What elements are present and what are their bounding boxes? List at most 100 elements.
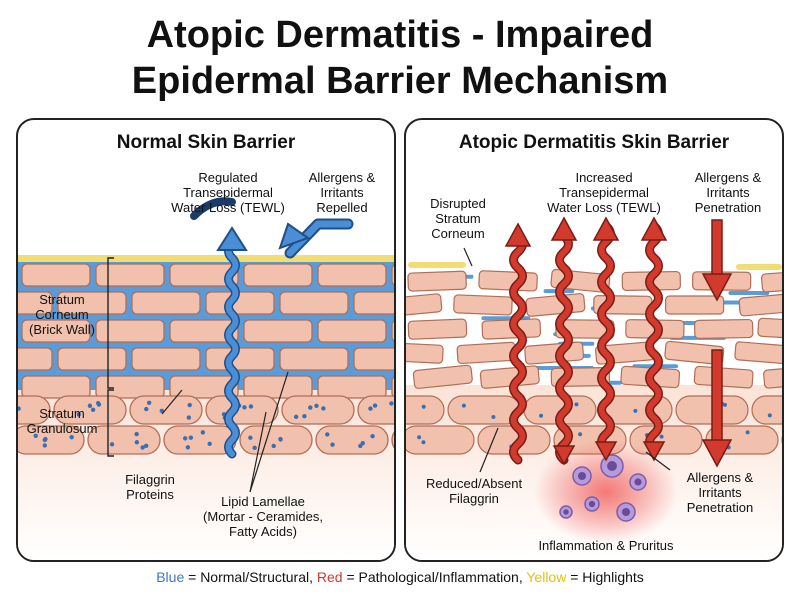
immune-cell-nucleus [607, 461, 617, 471]
legend-yellow-text: = Highlights [566, 569, 644, 585]
immune-cell-nucleus [621, 507, 631, 517]
corneum-brick [243, 375, 313, 399]
filaggrin-granule [293, 414, 299, 420]
filaggrin-granule [134, 440, 140, 445]
filaggrin-granule [90, 407, 96, 412]
tewl-arrow-head [640, 216, 668, 241]
corneum-bricks [18, 263, 394, 399]
filaggrin-granule [321, 406, 326, 411]
filaggrin-granule [372, 403, 378, 408]
label-leader-lines [463, 247, 671, 473]
corneum-brick [169, 263, 239, 287]
immune-cell-nucleus [588, 500, 596, 508]
surface-highlight-right [736, 264, 782, 270]
reduced-filaggrin-label: Reduced/Absent Filaggrin [425, 476, 523, 506]
filaggrin-granule [722, 402, 727, 407]
legend-blue-word: Blue [156, 569, 185, 585]
corneum-brick [21, 263, 91, 287]
granulosum-cell [315, 425, 389, 455]
surface-highlight-left [408, 262, 466, 268]
immune-cell-nucleus [634, 478, 642, 486]
tewl-wave-arrow [598, 223, 614, 453]
corneum-brick [279, 347, 349, 371]
filaggrin-granule [370, 434, 375, 439]
inflammation-glow [534, 440, 678, 544]
stratum-granulosum-label: Stratum Granulosum [26, 406, 98, 436]
title-line-1: Atopic Dermatitis - Impaired [146, 14, 654, 56]
allergen-penetration-arrow-upper [701, 219, 733, 302]
legend-red-word: Red [316, 569, 343, 585]
filaggrin-granule [314, 403, 319, 408]
disrupted-brick [407, 318, 468, 340]
disrupted-brick [525, 293, 586, 317]
filaggrin-granule [745, 430, 750, 435]
filaggrin-granule [200, 430, 206, 435]
tewl-wave-arrow [556, 233, 572, 463]
corneum-brick [391, 264, 394, 286]
filaggrin-granule [76, 412, 81, 417]
disrupted-brick [453, 294, 513, 316]
filaggrin-granule [248, 435, 253, 440]
granulosum-cell [391, 431, 394, 449]
filaggrin-granule [330, 442, 335, 447]
filaggrin-granule [188, 435, 194, 440]
disrupted-brick [665, 295, 725, 315]
immune-cell-nucleus [563, 509, 569, 515]
corneum-brick [205, 347, 275, 371]
granulosum-cell [18, 395, 51, 425]
filaggrin-granule [358, 443, 363, 449]
filaggrin-granule [421, 440, 426, 445]
tewl-arrow-head [216, 226, 248, 251]
repel-arrow [286, 220, 352, 257]
filaggrin-granule [417, 435, 422, 440]
immune-cell-nucleus [577, 471, 587, 481]
disrupted-brick [456, 341, 517, 365]
page-title: Atopic Dermatitis - Impaired Epidermal B… [0, 12, 800, 104]
lipid-pointer-shadow [190, 197, 236, 220]
filaggrin-granule [134, 431, 139, 437]
filaggrin-granule [185, 445, 191, 450]
disrupted-brick [664, 340, 725, 366]
disrupted-brick [738, 292, 782, 317]
filaggrin-granule [186, 415, 192, 420]
filaggrin-granule [109, 442, 115, 447]
increased-tewl-label: Increased Transepidermal Water Loss (TEW… [547, 170, 661, 215]
increased-tewl-arrows [504, 216, 668, 466]
tewl-wave-arrow [510, 233, 526, 463]
granulosum-cell [281, 395, 355, 425]
granulosum-cells [18, 395, 394, 455]
filaggrin-granule [182, 436, 188, 441]
color-legend: Blue = Normal/Structural, Red = Patholog… [0, 569, 800, 585]
allergens-penetration-label-top: Allergens & Irritants Penetration [694, 170, 762, 215]
allergens-repelled-label: Allergens & Irritants Repelled [308, 170, 376, 215]
filaggrin-granule [633, 408, 638, 413]
corneum-brick [131, 291, 201, 315]
corneum-brick [18, 291, 53, 315]
corneum-brick [391, 320, 394, 342]
filaggrin-granules [18, 400, 394, 451]
corneum-brick [243, 319, 313, 343]
disrupted-brick [763, 364, 782, 389]
filaggrin-granule [271, 443, 276, 449]
layer-brackets [107, 257, 114, 457]
granulosum-cell [18, 425, 85, 455]
filaggrin-granule [43, 436, 48, 442]
filaggrin-granule [368, 406, 373, 411]
tewl-arrow-head [504, 222, 532, 247]
corneum-brick [18, 347, 53, 371]
filaggrin-granule [248, 404, 254, 409]
corneum-brick [95, 319, 165, 343]
filaggrin-granule [242, 405, 247, 410]
corneum-brick [95, 263, 165, 287]
filaggrin-granule [144, 406, 149, 412]
allergens-penetration-label-bottom: Allergens & Irritants Penetration [686, 470, 754, 515]
disrupted-brick [761, 269, 782, 293]
granulosum-cell [205, 395, 279, 425]
surface-highlight [18, 255, 394, 262]
tewl-arrow-head [592, 216, 620, 241]
filaggrin-granule [207, 441, 212, 446]
atopic-skin-panel: Atopic Dermatitis Skin Barrier [404, 118, 784, 562]
normal-skin-panel: Normal Skin Barrier [16, 118, 396, 562]
corneum-brick [279, 291, 349, 315]
